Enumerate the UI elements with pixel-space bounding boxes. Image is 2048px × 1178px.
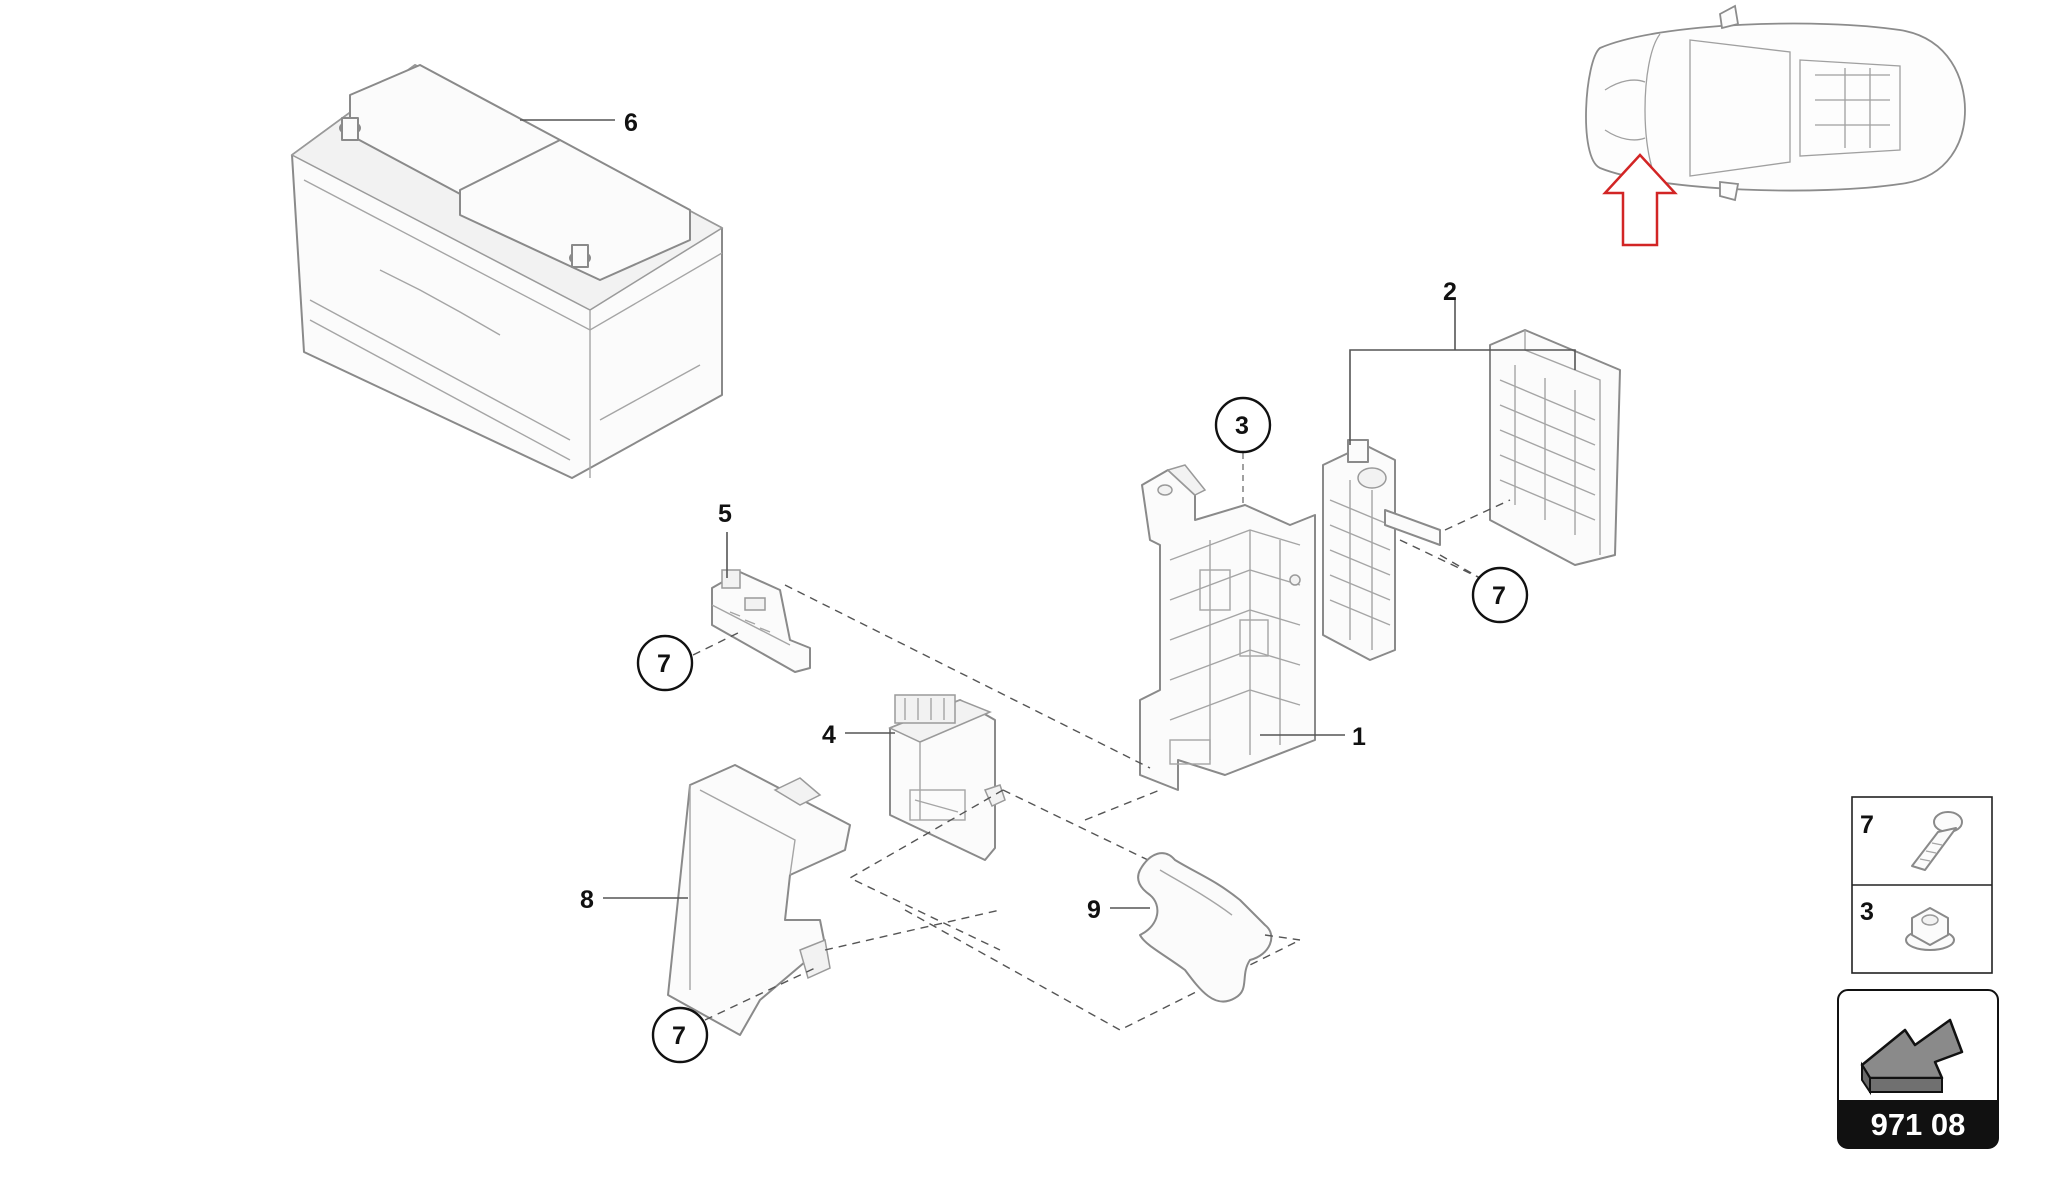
battery <box>290 64 724 479</box>
legend-nut-label: 3 <box>1860 898 1874 926</box>
flange-nut-icon <box>1905 907 1955 951</box>
fastener-legend: 7 3 <box>1851 796 1993 974</box>
sensor <box>711 569 811 673</box>
reference-number: 971 08 <box>1871 1107 1966 1142</box>
callout-circle-nut <box>1214 396 1272 454</box>
reference-badge: 971 08 <box>1837 989 1999 1149</box>
callout-nut: 3 <box>1235 412 1249 440</box>
control-unit <box>888 694 1006 861</box>
cover <box>667 764 851 1036</box>
callout-control-unit: 4 <box>822 721 836 749</box>
callout-circle-screw-sensor <box>636 634 694 692</box>
fuse-carrier <box>1322 329 1621 661</box>
reference-arrow-icon <box>1860 1018 1964 1096</box>
callout-relay-holder: 1 <box>1352 723 1366 751</box>
callout-gasket: 9 <box>1087 896 1101 924</box>
relay-holder-bracket <box>1139 464 1316 791</box>
callout-battery: 6 <box>624 109 638 137</box>
gasket <box>1137 852 1273 1003</box>
callout-circle-screw-fusebox <box>1471 566 1529 624</box>
legend-screw-label: 7 <box>1860 811 1874 839</box>
callout-screw-fusebox: 7 <box>1492 582 1506 610</box>
callout-circle-screw-cover <box>651 1006 709 1064</box>
callout-screw-cover: 7 <box>672 1022 686 1050</box>
screw-icon <box>1911 811 1963 871</box>
callout-fuse-carrier: 2 <box>1443 278 1457 306</box>
callout-screw-sensor: 7 <box>657 650 671 678</box>
locator-arrow-icon <box>1602 153 1678 247</box>
car-top-view-icon <box>1585 4 1966 202</box>
callout-cover: 8 <box>580 886 594 914</box>
callout-sensor: 5 <box>718 500 732 528</box>
